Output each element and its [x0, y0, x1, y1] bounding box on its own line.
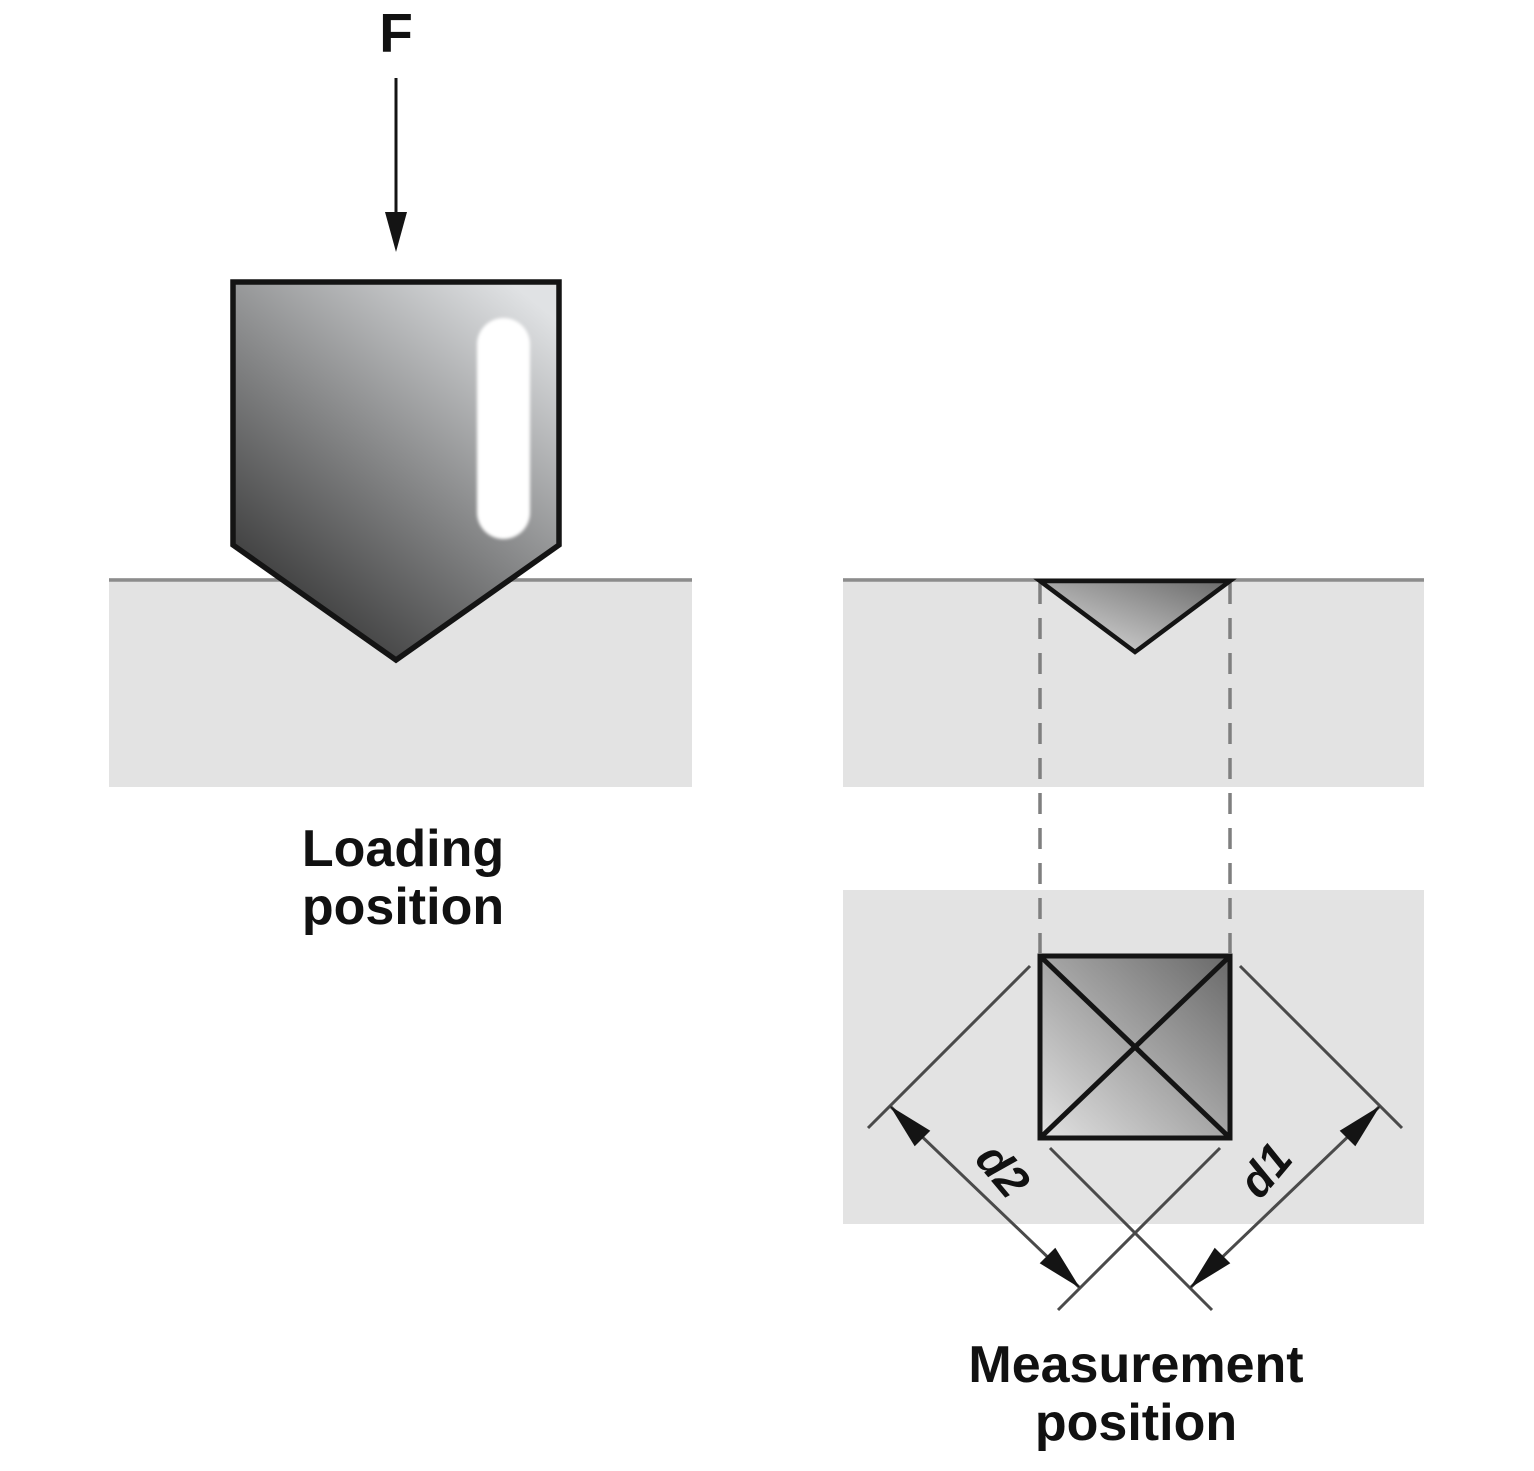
d1-arrowhead-upper-icon: [1339, 1106, 1380, 1147]
d2-arrowhead-lower-icon: [1039, 1247, 1080, 1288]
force-arrowhead-icon: [385, 212, 407, 252]
extension-line-d1-top: [1238, 964, 1404, 1130]
measurement-caption-line2: position: [1035, 1394, 1237, 1452]
extension-line-d2-bottom: [1056, 1146, 1222, 1312]
d2-arrowhead-upper-icon: [890, 1106, 931, 1147]
loading-diagram: F Loading position: [109, 2, 692, 936]
loading-caption-line2: position: [302, 878, 504, 936]
indenter-slot-highlight: [477, 318, 530, 539]
indentation-cross-section: [1033, 578, 1237, 655]
force-label: F: [379, 2, 413, 64]
extension-line-d2-top: [866, 964, 1032, 1130]
indent-diagonal-d1: [1038, 954, 1232, 1140]
d1-arrowhead-lower-icon: [1190, 1247, 1231, 1288]
loading-caption-line1: Loading: [302, 820, 504, 878]
measurement-caption-line1: Measurement: [968, 1336, 1303, 1394]
extension-line-d1-bottom: [1048, 1146, 1214, 1312]
measurement-diagram: d2 d1 Measurement position: [843, 578, 1424, 1452]
